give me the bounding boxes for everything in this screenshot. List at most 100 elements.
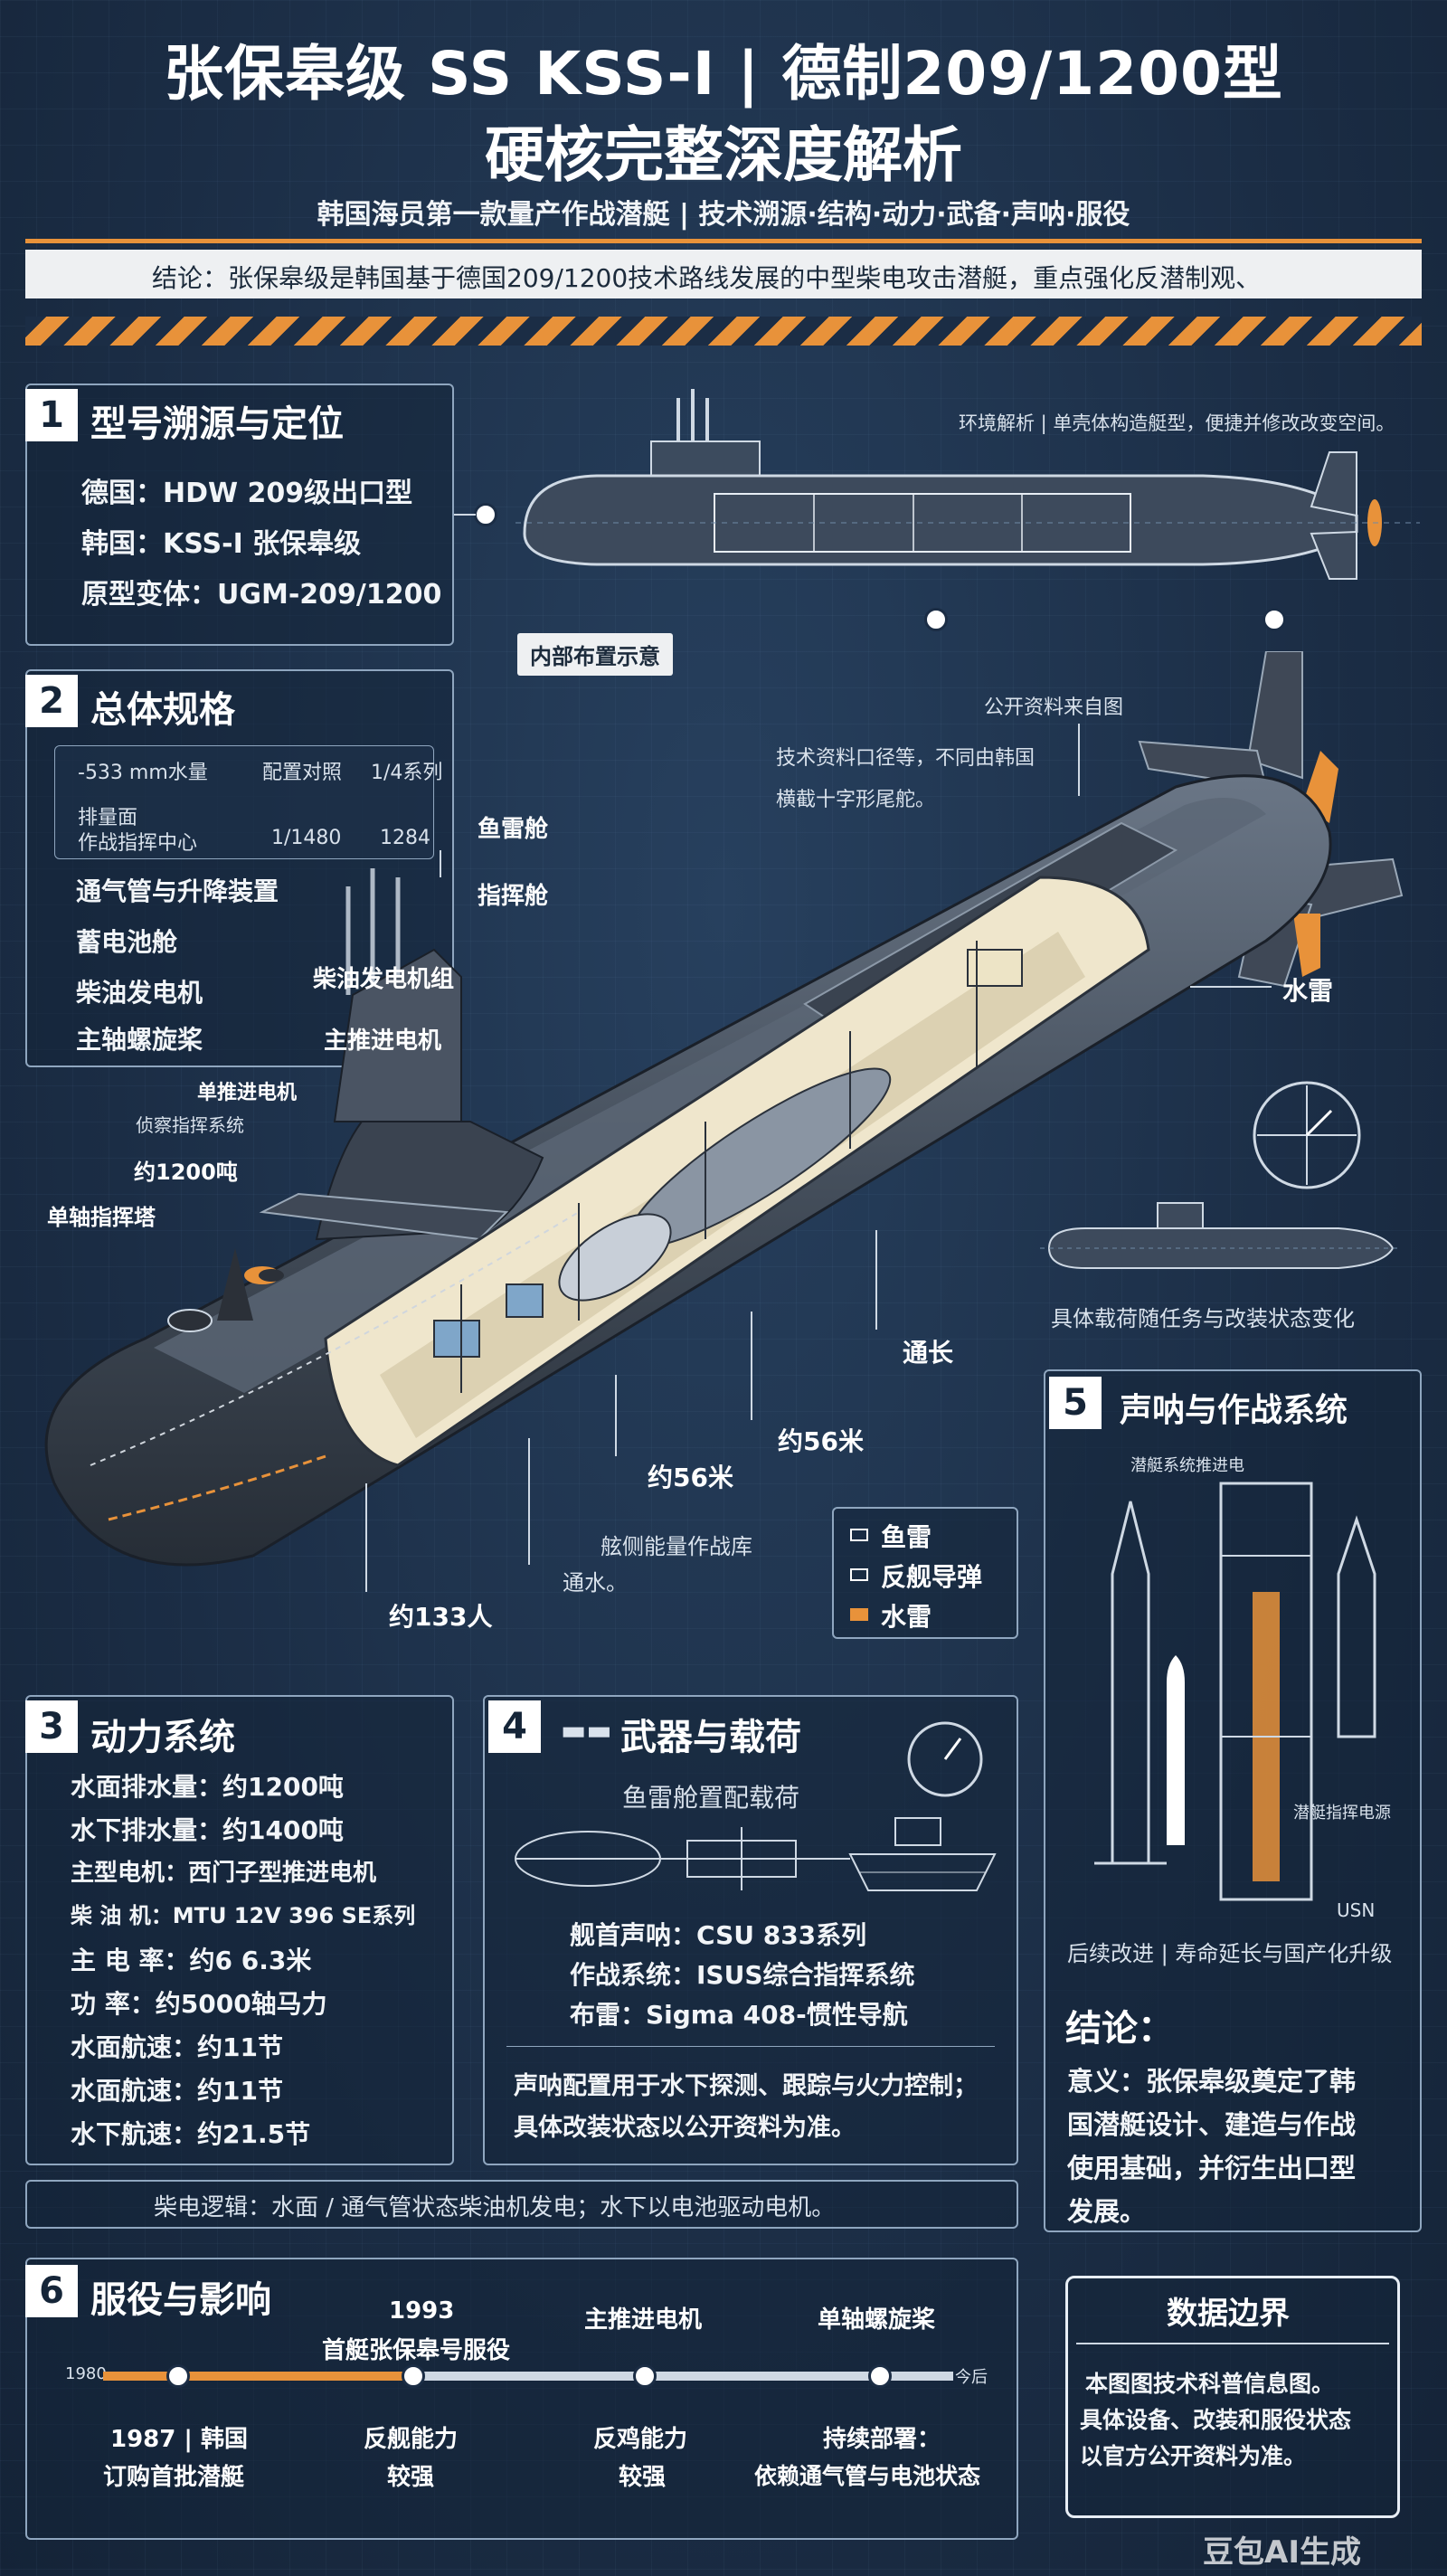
power-spec-item: 水下航速：约21.5节 xyxy=(71,2119,311,2149)
power-spec-item: 主 电 率：约6 6.3米 xyxy=(71,1946,312,1975)
page-title-line1: 张保皋级 SS KSS-I | 德制209/1200型 xyxy=(164,39,1283,109)
spec-cell: 作战指挥中心 xyxy=(78,832,198,855)
side-view-caption: 环境解析 | 单壳体构造艇型，便捷并修改改变空间。 xyxy=(959,412,1395,434)
spec-cell: 排量面 xyxy=(78,807,138,829)
weapon-spec-item: 舰首声呐：CSU 833系列 xyxy=(570,1920,867,1950)
weapon-note: 具体改装状态以公开资料为准。 xyxy=(514,2114,856,2142)
leader-line xyxy=(615,1375,617,1456)
timeline-bottom-label: 较强 xyxy=(387,2464,435,2491)
submarine-side-view xyxy=(515,389,1420,580)
power-spec-item: 水面航速：约11节 xyxy=(71,2076,283,2106)
conclusion-banner: 结论：张保皋级是韩国基于德国209/1200技术路线发展的中型柴电攻击潜艇，重点… xyxy=(25,250,1422,298)
section5-conclusion-line: 国潜艇设计、建造与作战 xyxy=(1067,2109,1357,2140)
connector-line xyxy=(454,514,476,516)
timeline-bottom-label: 1987 | 韩国 xyxy=(110,2426,248,2453)
label-main-motor: 主推进电机 xyxy=(324,1028,442,1055)
power-spec-item: 功 率：约5000轴马力 xyxy=(71,1989,327,2019)
section1-number: 1 xyxy=(25,389,78,441)
section4-divider xyxy=(506,2046,995,2047)
connector-dot xyxy=(474,503,497,526)
spec-cell: 1/4系列 xyxy=(371,762,443,784)
label-about-133: 约133人 xyxy=(389,1602,493,1632)
timeline-bottom-label: 依赖通气管与电池状态 xyxy=(754,2463,981,2489)
submarine-cutaway xyxy=(44,651,1404,1567)
section6-title: 服役与影响 xyxy=(90,2279,271,2321)
leader-line xyxy=(1078,724,1080,796)
timeline-top-label: 单轴螺旋桨 xyxy=(818,2306,936,2334)
section5-conclusion-line: 使用基础，并衍生出口型 xyxy=(1067,2153,1357,2183)
sonar-caption-top: 潜艇系统推进电 xyxy=(1130,1456,1244,1475)
data-boundary-line: 以官方公开资料为准。 xyxy=(1080,2443,1307,2469)
label-depth: 舷侧能量作战库 xyxy=(601,1534,752,1559)
sonar-caption-side: 潜艇指挥电源 xyxy=(1293,1804,1391,1823)
weapon-icon: ▬▬ xyxy=(561,1715,612,1747)
label-tech-note: 技术资料口径等，不同由韩国 xyxy=(776,747,1036,770)
label-width: 通水。 xyxy=(563,1570,628,1596)
timeline-bottom-label: 订购首批潜艇 xyxy=(103,2464,245,2491)
weapon-spec-item: 作战系统：ISUS综合指挥系统 xyxy=(570,1960,915,1990)
section1-item: 原型变体：UGM-209/1200 xyxy=(81,579,442,611)
power-spec-item: 水面航速：约11节 xyxy=(71,2032,283,2062)
timeline-node xyxy=(633,2364,657,2388)
timeline-node xyxy=(402,2364,425,2388)
power-spec-item: 水面排水量：约1200吨 xyxy=(71,1772,344,1802)
legend-swatch-torpedo xyxy=(850,1529,868,1541)
leader-line xyxy=(875,1230,877,1330)
section5-number: 5 xyxy=(1049,1377,1102,1429)
section4-title: 武器与载荷 xyxy=(620,1717,801,1758)
weapon-note: 声呐配置用于水下探测、跟踪与火力控制； xyxy=(514,2072,978,2100)
label-about-56-right: 约56米 xyxy=(778,1426,864,1456)
label-sonar: 侦察指挥系统 xyxy=(136,1114,244,1136)
torpedo-diagram xyxy=(515,1827,850,1890)
legend-label: 反舰导弹 xyxy=(881,1562,983,1592)
section6-number: 6 xyxy=(25,2265,78,2317)
timeline-top-label: 首艇张保皋号服役 xyxy=(322,2337,511,2364)
label-torpedo-room: 鱼雷舱 xyxy=(478,816,549,843)
label-length: 通长 xyxy=(903,1338,954,1368)
page-title-line2: 硬核完整深度解析 xyxy=(485,120,962,190)
connector-dot xyxy=(1263,608,1286,631)
leader-line xyxy=(365,1483,367,1592)
label-command-room: 指挥舱 xyxy=(478,883,549,910)
timeline-top-year: 1993 xyxy=(389,2297,455,2325)
timeline-progress xyxy=(103,2372,411,2381)
diesel-note-bar xyxy=(25,2180,1018,2229)
legend-swatch-mine xyxy=(850,1608,868,1621)
compass-icon xyxy=(1253,1081,1361,1189)
timeline-bottom-label: 持续部署： xyxy=(823,2426,941,2453)
section2-item: 主轴螺旋桨 xyxy=(76,1025,203,1055)
section5-conclusion-line: 意义：张保皋级奠定了韩 xyxy=(1067,2066,1357,2097)
timeline-top-label: 主推进电机 xyxy=(584,2306,703,2334)
power-spec-item: 主型电机：西门子型推进电机 xyxy=(71,1860,377,1887)
section4-panel xyxy=(483,1695,1018,2165)
spec-cell: 1/1480 xyxy=(271,827,342,849)
accent-divider xyxy=(25,239,1422,243)
label-mine: 水雷 xyxy=(1282,976,1334,1006)
section3-number: 3 xyxy=(25,1700,78,1753)
section2-title: 总体规格 xyxy=(90,689,235,731)
legend-label: 水雷 xyxy=(881,1602,932,1632)
data-boundary-title: 数据边界 xyxy=(1167,2296,1290,2332)
timeline-bottom-label: 反舰能力 xyxy=(364,2426,459,2453)
section1-item: 德国：HDW 209级出口型 xyxy=(81,478,413,509)
legend-label: 鱼雷 xyxy=(881,1522,932,1552)
spec-cell: -533 mm水量 xyxy=(78,762,208,784)
section4-subhead: 鱼雷舱置配载荷 xyxy=(622,1783,800,1813)
label-single-motor: 单推进电机 xyxy=(197,1082,298,1104)
leader-line xyxy=(440,850,441,877)
leader-line xyxy=(528,1438,530,1565)
section2-item: 蓄电池舱 xyxy=(76,927,178,957)
section3-title: 动力系统 xyxy=(90,1717,235,1758)
label-about-56-left: 约56米 xyxy=(648,1463,733,1492)
section2-item: 柴油发电机 xyxy=(76,978,203,1008)
timeline-bottom-label: 反鸡能力 xyxy=(593,2426,688,2453)
data-boundary-divider xyxy=(1076,2343,1389,2344)
timeline-node xyxy=(166,2364,190,2388)
leader-line xyxy=(1190,986,1272,988)
section5-panel xyxy=(1044,1369,1422,2232)
watermark: 豆包AI生成 xyxy=(1203,2534,1361,2571)
section5-conclusion-title: 结论： xyxy=(1065,2008,1174,2050)
missile-diagram xyxy=(1094,1482,1376,1901)
power-spec-item: 水下排水量：约1400吨 xyxy=(71,1815,344,1845)
spec-cell: 配置对照 xyxy=(262,762,343,784)
